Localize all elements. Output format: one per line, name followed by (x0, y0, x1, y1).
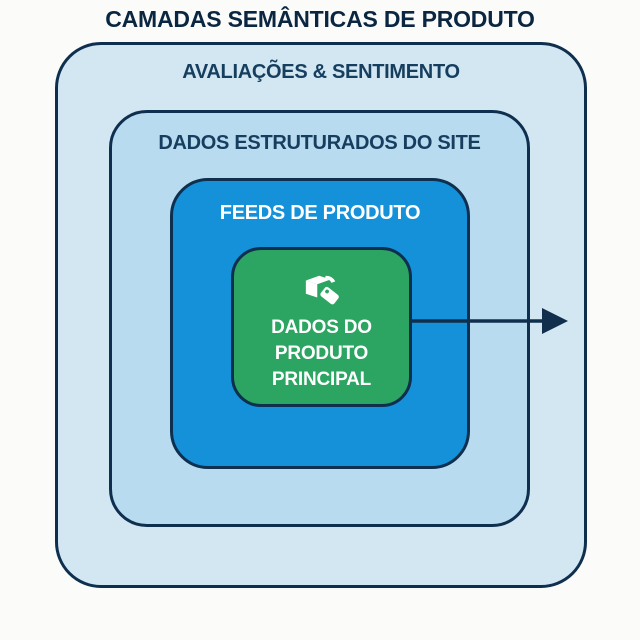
diagram-title: CAMADAS SEMÂNTICAS DE PRODUTO (105, 6, 535, 32)
layer-feeds-de-produto: FEEDS DE PRODUTO D (170, 178, 470, 469)
layer-dados-estruturados-site: DADOS ESTRUTURADOS DO SITE FEEDS DE PROD… (109, 110, 530, 527)
core-label: DADOS DO PRODUTO PRINCIPAL (271, 315, 372, 393)
layer-avaliacoes-sentimento: AVALIAÇÕES & SENTIMENTO DADOS ESTRUTURAD… (55, 42, 587, 588)
layer-label-feeds-de-produto: FEEDS DE PRODUTO (219, 202, 421, 224)
output-arrow-right (410, 308, 568, 334)
core-label-line-2: PRODUTO (274, 343, 369, 364)
layer-label-avaliacoes-sentimento: AVALIAÇÕES & SENTIMENTO (182, 61, 460, 83)
box-dados-produto-principal: DADOS DO PRODUTO PRINCIPAL (231, 247, 412, 407)
core-label-line-1: DADOS DO (271, 317, 372, 338)
layer-label-dados-estruturados-site: DADOS ESTRUTURADOS DO SITE (158, 132, 481, 154)
package-tag-icon (305, 275, 339, 305)
core-label-line-3: PRINCIPAL (271, 369, 372, 390)
